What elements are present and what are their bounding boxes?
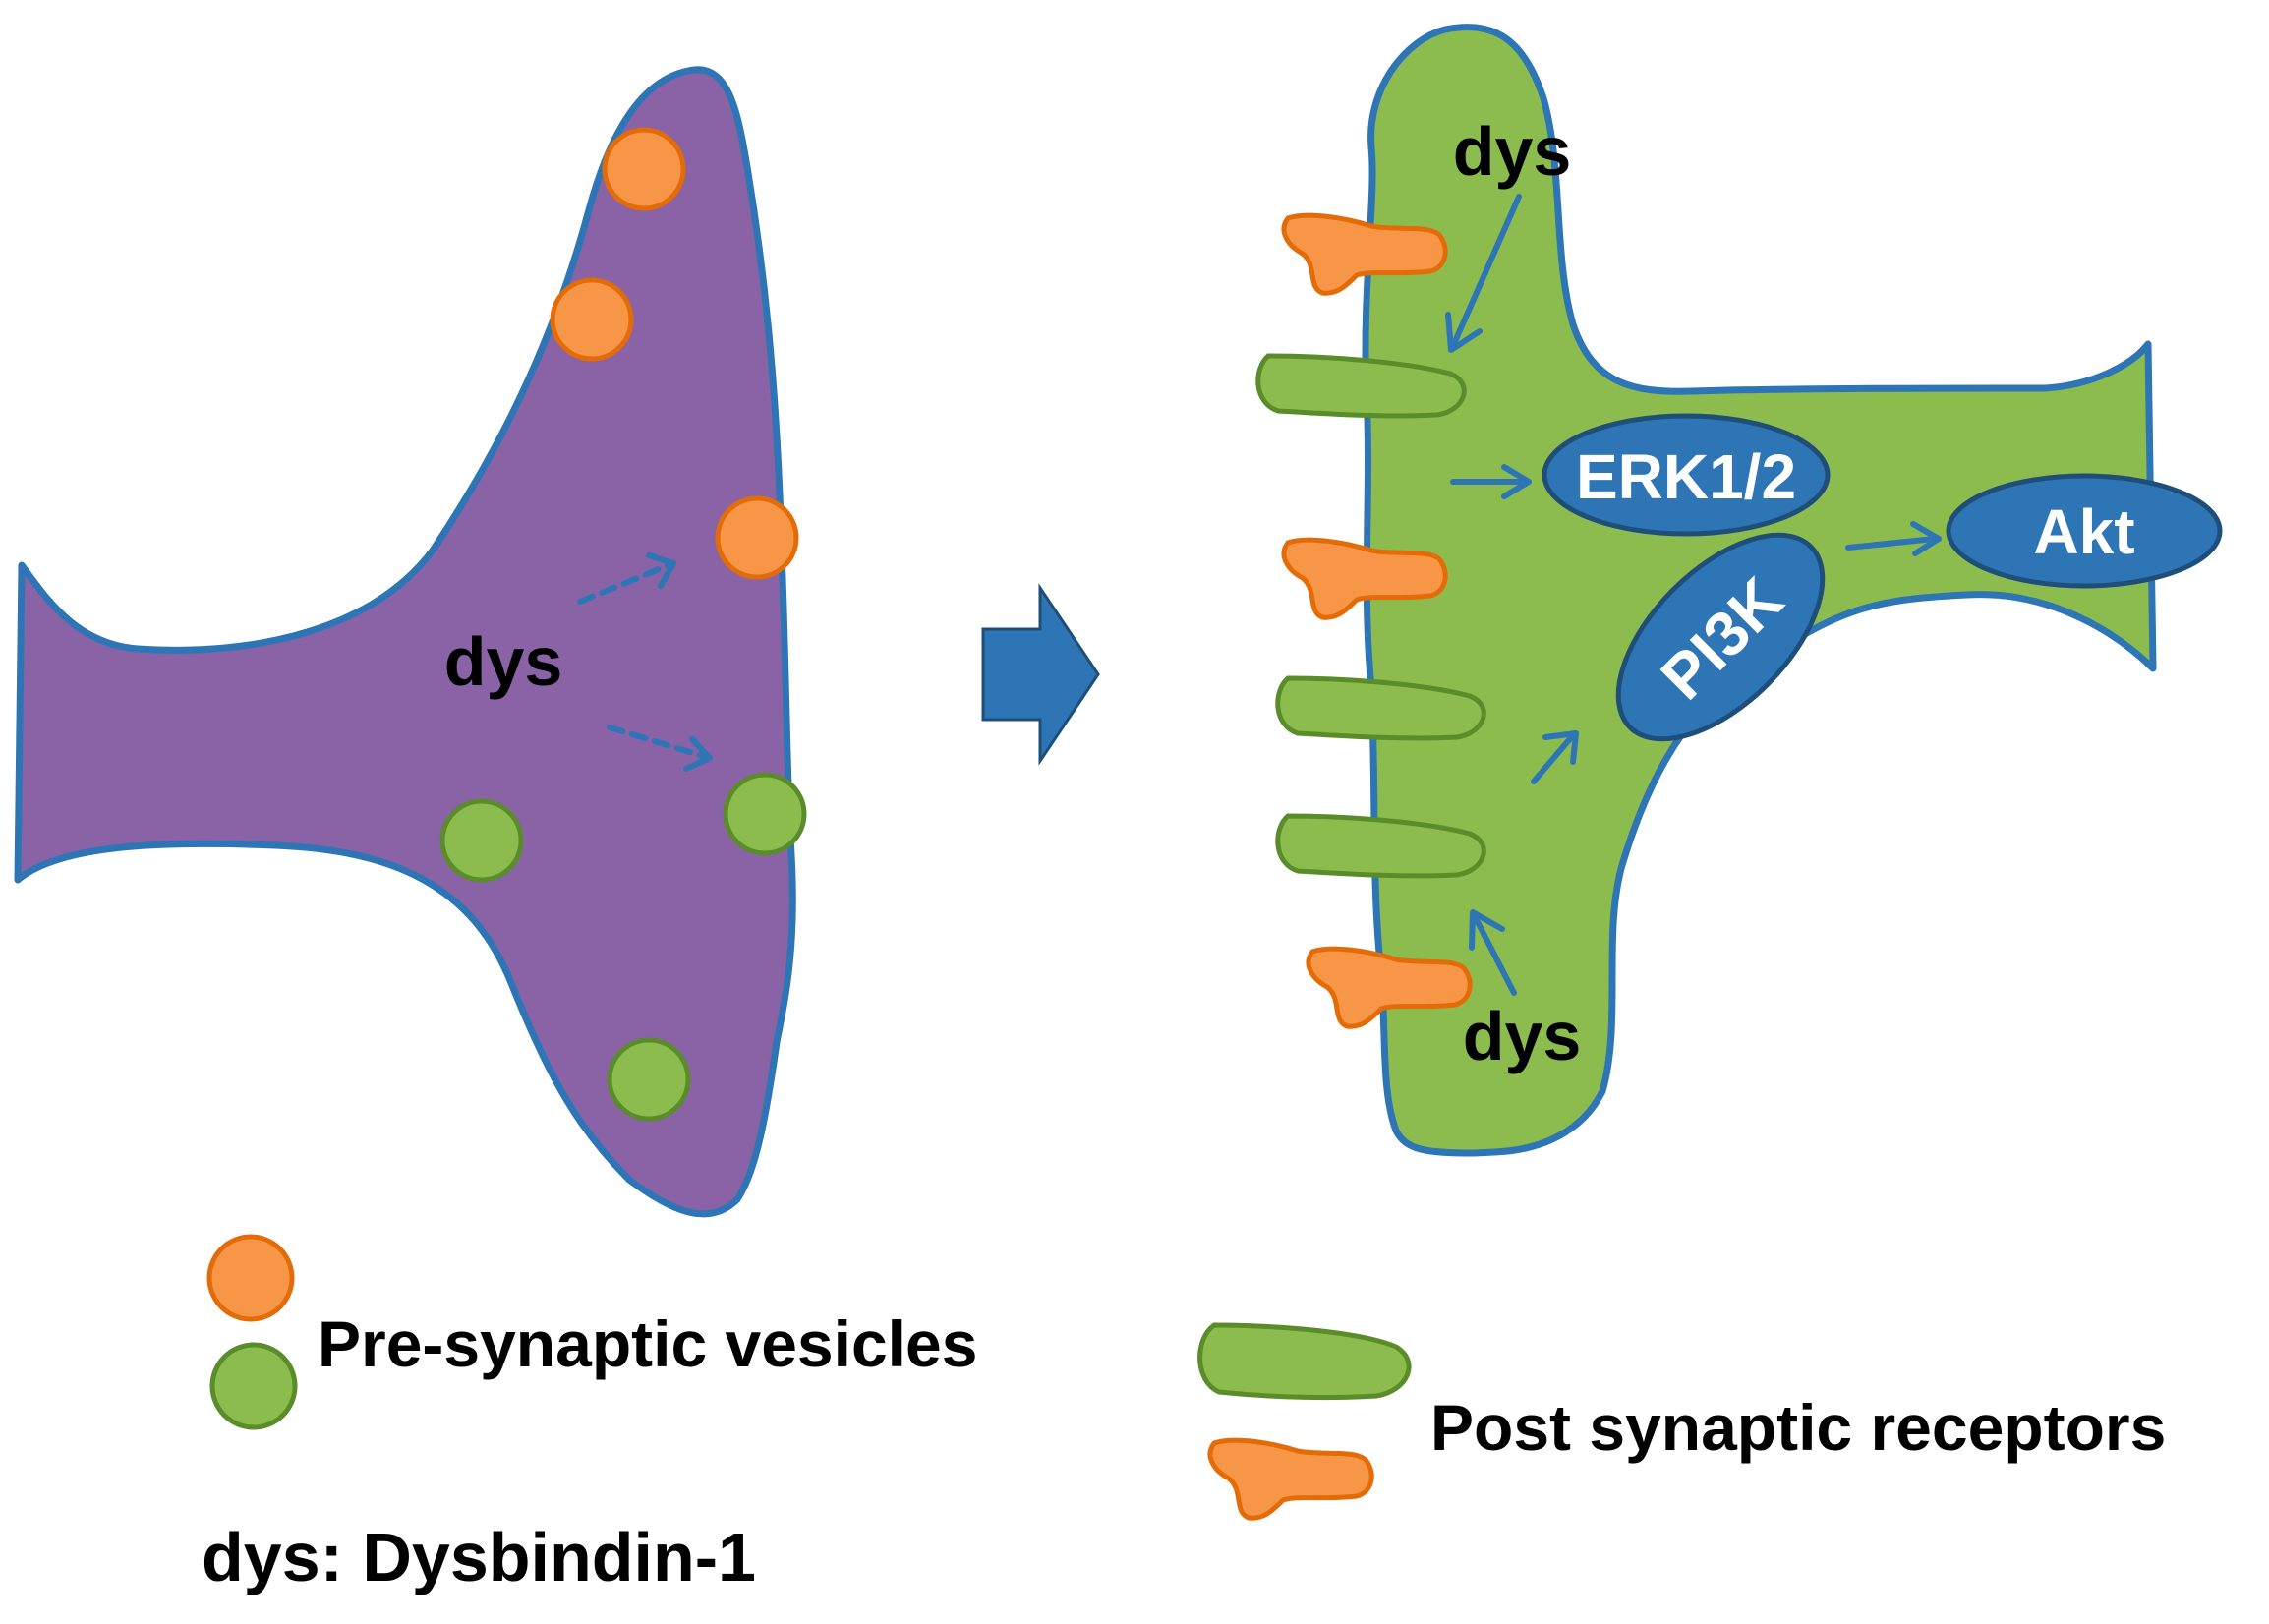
arrow-to-akt bbox=[1845, 521, 1942, 556]
legend: Pre-synaptic vesicles Post synaptic rece… bbox=[202, 1234, 2166, 1595]
dys-label-postsynaptic-bottom: dys bbox=[1463, 998, 1582, 1074]
legend-orange-vesicle bbox=[206, 1234, 295, 1322]
receptor-green bbox=[1275, 813, 1486, 879]
transition-arrow bbox=[981, 583, 1100, 766]
receptor-green bbox=[1255, 353, 1467, 419]
presynaptic-terminal bbox=[14, 66, 796, 1218]
dys-arrow-to-green-vesicle bbox=[607, 725, 713, 772]
vesicle-green bbox=[607, 1037, 691, 1122]
legend-abbreviation: dys: Dysbindin-1 bbox=[202, 1519, 756, 1595]
legend-vesicles-label: Pre-synaptic vesicles bbox=[318, 1307, 977, 1380]
legend-orange-receptor bbox=[1207, 1437, 1374, 1521]
vesicle-green bbox=[439, 798, 524, 883]
dys-arrow-to-orange-vesicle bbox=[577, 552, 676, 605]
erk-node: ERK1/2 bbox=[1542, 413, 1831, 537]
receptor-orange bbox=[1281, 212, 1448, 296]
vesicle-orange bbox=[550, 277, 634, 362]
arrow-to-erk bbox=[1450, 464, 1532, 499]
receptor-green bbox=[1275, 675, 1486, 741]
vesicle-green bbox=[723, 772, 807, 856]
receptor-orange bbox=[1306, 946, 1473, 1029]
akt-node: Akt bbox=[1946, 473, 2223, 589]
legend-green-receptor bbox=[1197, 1322, 1412, 1401]
dys-arrow-top bbox=[1445, 194, 1522, 353]
receptor-orange bbox=[1281, 537, 1448, 620]
legend-receptors-label: Post synaptic receptors bbox=[1430, 1391, 2166, 1464]
arrow-to-pi3k bbox=[1531, 730, 1579, 784]
dys-label-presynaptic: dys bbox=[444, 623, 563, 700]
dys-label-postsynaptic-top: dys bbox=[1453, 113, 1572, 190]
vesicle-orange bbox=[715, 495, 799, 580]
dys-arrow-bottom bbox=[1469, 909, 1517, 996]
erk-label: ERK1/2 bbox=[1576, 441, 1796, 512]
vesicle-orange bbox=[602, 127, 686, 211]
akt-label: Akt bbox=[2033, 496, 2134, 567]
legend-green-vesicle bbox=[209, 1342, 298, 1430]
